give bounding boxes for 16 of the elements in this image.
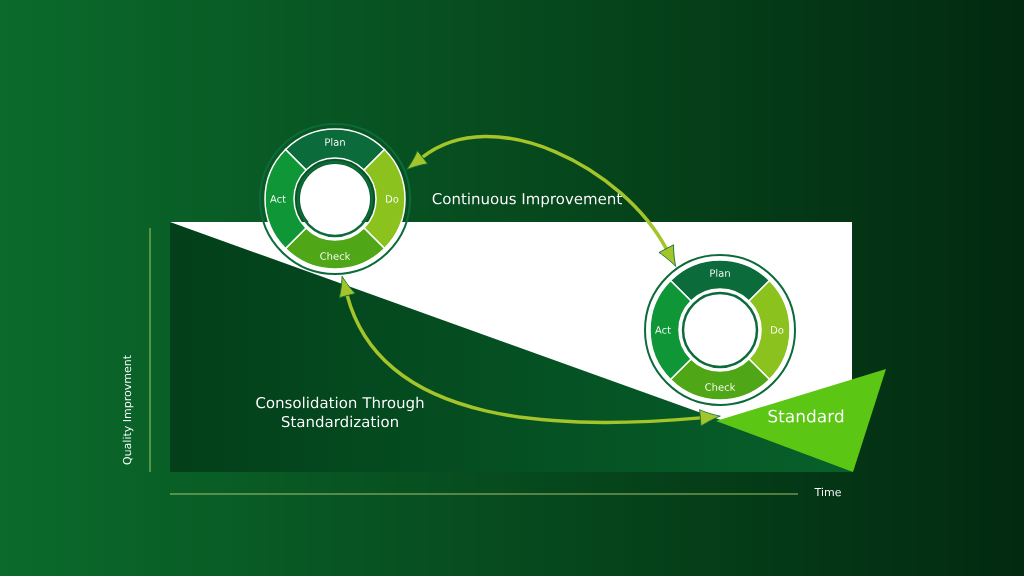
cycle-segment: Plan — [284, 128, 386, 171]
annotation-text: Consolidation Through Standardization — [256, 396, 424, 428]
axis-label: Quality Improvment — [122, 355, 134, 465]
axis-label: Time — [814, 487, 841, 497]
cycle-segment: Do — [748, 279, 791, 381]
cycle-segment: Act — [649, 279, 692, 381]
cycle-wheel — [259, 123, 411, 275]
cycle-segment: Check — [669, 358, 771, 401]
annotation-text: Continuous Improvement — [432, 192, 622, 208]
cycle-segment: Check — [284, 227, 386, 270]
cycle-wheel — [644, 254, 796, 406]
cycle-segment: Do — [363, 148, 406, 250]
cycle-segment: Act — [264, 148, 307, 250]
curved-arrow — [338, 275, 721, 427]
curved-arrow — [406, 134, 677, 267]
cycle-segment: Plan — [669, 259, 771, 302]
